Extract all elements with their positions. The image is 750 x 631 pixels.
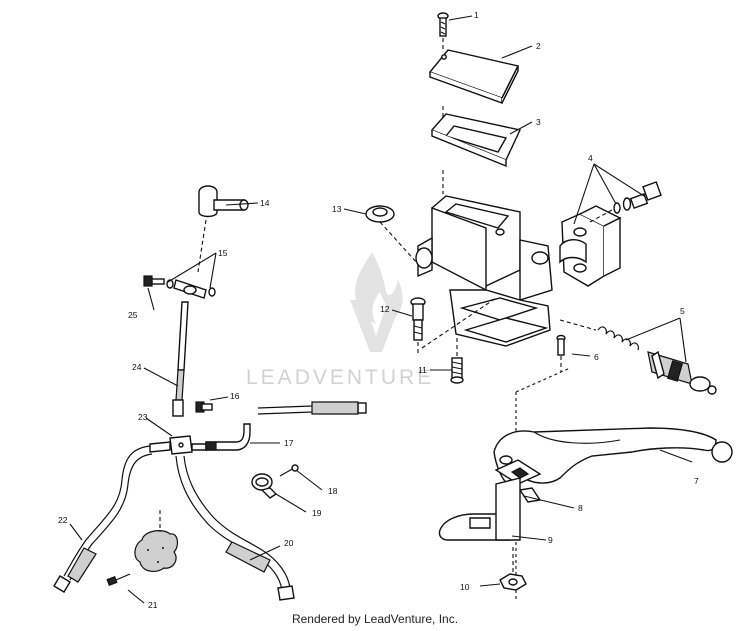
callout-10: 10 xyxy=(460,582,470,592)
watermark: LEADVENTURE xyxy=(246,252,434,389)
callout-19: 19 xyxy=(312,508,322,518)
callout-17: 17 xyxy=(284,438,294,448)
brake-tee-fitting xyxy=(197,185,249,273)
pivot-bolt xyxy=(410,297,497,354)
hose-clip xyxy=(251,473,278,499)
reservoir-cover xyxy=(428,49,520,104)
callout-21: 21 xyxy=(148,600,158,610)
callout-18: 18 xyxy=(328,486,338,496)
watermark-text: LEADVENTURE xyxy=(246,366,434,389)
steel-brake-line xyxy=(257,401,367,415)
callout-25: 25 xyxy=(128,310,138,320)
callout-2: 2 xyxy=(536,41,541,51)
master-cylinder-assembly xyxy=(365,12,733,600)
callout-8: 8 xyxy=(578,503,583,513)
upper-brake-hose xyxy=(172,301,189,417)
callout-3: 3 xyxy=(536,117,541,127)
callout-14: 14 xyxy=(260,198,270,208)
callout-15: 15 xyxy=(218,248,228,258)
callout-16: 16 xyxy=(230,391,240,401)
clip-screw xyxy=(279,464,299,477)
banjo-washers xyxy=(166,279,216,299)
footer-credit: Rendered by LeadVenture, Inc. xyxy=(291,612,459,626)
right-brake-hose xyxy=(175,455,295,601)
left-brake-hose xyxy=(53,445,153,593)
lower-bolt xyxy=(450,336,464,384)
lever-bracket xyxy=(438,477,521,541)
brake-union-fitting xyxy=(195,401,213,413)
callout-1: 1 xyxy=(474,10,479,20)
callout-6: 6 xyxy=(594,352,599,362)
callout-23: 23 xyxy=(138,412,148,422)
parts-diagram: LEADVENTURE xyxy=(53,10,733,610)
leader-lines xyxy=(69,15,693,604)
callout-5: 5 xyxy=(680,306,685,316)
callout-24: 24 xyxy=(132,362,142,372)
callout-7: 7 xyxy=(694,476,699,486)
clamp-screw-and-washers xyxy=(589,181,662,223)
lever-nut xyxy=(499,544,527,591)
watermark-v-logo xyxy=(350,300,402,352)
elbow-hose-fitting xyxy=(205,423,251,451)
callout-13: 13 xyxy=(332,204,342,214)
callout-labels: 1 2 3 4 5 6 7 8 9 10 11 12 13 14 15 16 1… xyxy=(58,10,699,610)
callout-11: 11 xyxy=(418,365,427,375)
reservoir-diaphragm xyxy=(430,113,522,168)
callout-20: 20 xyxy=(284,538,294,548)
master-cylinder-body xyxy=(415,195,553,347)
lever-pin xyxy=(556,334,566,372)
callout-22: 22 xyxy=(58,515,68,525)
banjo-bolt xyxy=(143,275,165,287)
handlebar-clamp xyxy=(559,205,622,287)
pad-screw xyxy=(106,573,131,586)
brake-line-assembly xyxy=(53,185,367,601)
callout-4: 4 xyxy=(588,153,593,163)
brake-junction-block xyxy=(149,435,207,455)
piston-and-spring xyxy=(559,319,717,395)
callout-9: 9 xyxy=(548,535,553,545)
reservoir-cover-screw xyxy=(437,12,449,52)
brake-lever xyxy=(493,427,733,485)
callout-12: 12 xyxy=(380,304,390,314)
mounting-pad xyxy=(134,510,179,572)
